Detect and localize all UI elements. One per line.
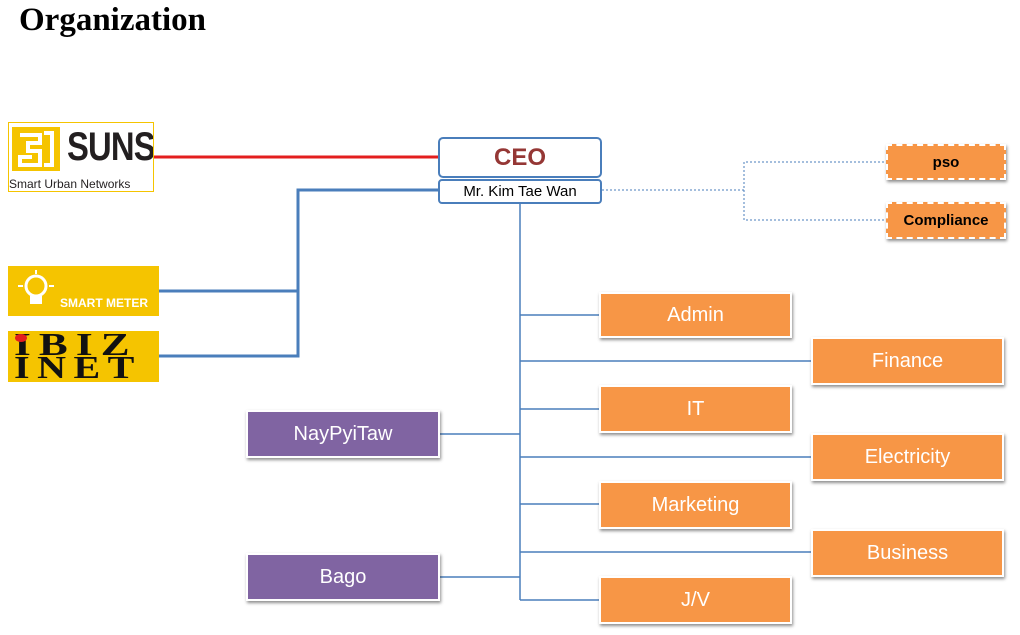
dept-admin: Admin [599, 292, 792, 338]
dept-marketing: Marketing [599, 481, 792, 529]
branch-bago: Bago [246, 553, 440, 601]
dept-finance: Finance [811, 337, 1004, 385]
dept-electricity: Electricity [811, 433, 1004, 481]
smart-meter-logo-text: SMART METER [60, 296, 148, 310]
ibiz-logo-top: IBIZ [14, 331, 138, 362]
suns-logo-name: SUNS [67, 125, 154, 169]
ibiz-inet-logo: IBIZ INET [8, 331, 159, 382]
advisory-connector [743, 190, 886, 221]
page-title: Organization [19, 2, 206, 38]
subsidiary-connector [159, 291, 300, 358]
bulb-icon [18, 270, 54, 304]
branch-naypyitaw: NayPyiTaw [246, 410, 440, 458]
dept-business: Business [811, 529, 1004, 577]
ceo-title-box: CEO [438, 137, 602, 178]
advisory-pso: pso [886, 144, 1006, 180]
ibiz-logo-bottom: INET [14, 349, 142, 382]
ceo-name-box: Mr. Kim Tae Wan [438, 179, 602, 204]
ibiz-red-dot [15, 334, 27, 342]
suns-logo: SUNS Smart Urban Networks [8, 122, 154, 192]
dept-it: IT [599, 385, 792, 433]
suns-emblem-icon [18, 131, 54, 167]
smart-meter-logo: SMART METER [8, 266, 159, 316]
suns-emblem [12, 127, 60, 171]
dept-jv: J/V [599, 576, 792, 624]
advisory-connector [602, 161, 886, 191]
advisory-compliance: Compliance [886, 202, 1006, 239]
subsidiary-connector [159, 188, 438, 293]
suns-logo-tagline: Smart Urban Networks [9, 177, 131, 191]
